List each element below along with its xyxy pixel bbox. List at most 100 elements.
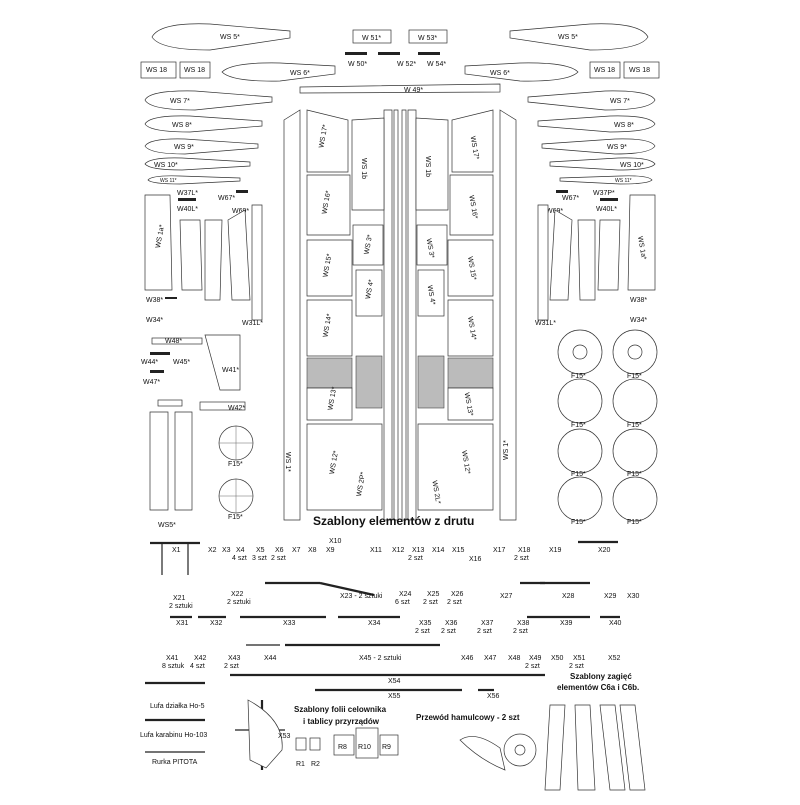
wire-label-42: X43 — [228, 655, 241, 662]
svg-text:W67*: W67* — [218, 195, 235, 202]
svg-text:WS 7*: WS 7* — [610, 98, 630, 105]
svg-text:WS 8*: WS 8* — [172, 122, 192, 129]
wire-note-21: 2 sztuki — [227, 599, 251, 606]
wire-label-6: X7 — [292, 547, 301, 554]
wire-label-49: X50 — [551, 655, 564, 662]
wire-note-41: 4 szt — [190, 663, 205, 670]
wire-label-53: X54 — [388, 678, 401, 685]
wire-label-30: X31 — [176, 620, 189, 627]
svg-text:WS 4*: WS 4* — [426, 285, 436, 306]
wire-label-24: X25 — [427, 591, 440, 598]
wire-note-36: 2 szt — [477, 628, 492, 635]
svg-text:W69*: W69* — [232, 208, 249, 215]
svg-text:WS 3*: WS 3* — [425, 238, 435, 259]
svg-text:WS 6*: WS 6* — [490, 70, 510, 77]
svg-text:WS 1a*: WS 1a* — [155, 224, 166, 249]
airfoil-ws5-left: WS 5* — [151, 23, 291, 51]
svg-text:WS 11*: WS 11* — [615, 178, 632, 184]
svg-text:WS 17*: WS 17* — [318, 124, 329, 149]
wire-label-43: X44 — [264, 655, 277, 662]
svg-text:WS 2P*: WS 2P* — [356, 471, 367, 497]
brake-line-title: Przewód hamulcowy - 2 szt — [416, 713, 520, 722]
svg-text:R9: R9 — [382, 744, 391, 751]
svg-text:W37P*: W37P* — [593, 190, 615, 197]
svg-text:W31L*: W31L* — [242, 320, 263, 327]
svg-text:WS 17*: WS 17* — [469, 136, 480, 161]
parts-w50-w54: W 50* W 52* W 54* — [345, 52, 446, 68]
wire-label-23: X24 — [399, 591, 412, 598]
bend-title-line2: elementów C6a i C6b. — [557, 683, 639, 692]
wire-label-20: X21 — [173, 595, 186, 602]
wire-note-25: 2 szt — [447, 599, 462, 606]
svg-text:R10: R10 — [358, 744, 371, 751]
svg-text:WS 1b: WS 1b — [360, 158, 367, 179]
wire-note-42: 2 szt — [224, 663, 239, 670]
wire-shapes — [145, 540, 646, 791]
wire-label-16: X17 — [493, 547, 506, 554]
airfoil-ws5-right: WS 5* — [509, 23, 649, 51]
part-w53: W 53* — [408, 29, 448, 44]
wire-label-32: X33 — [283, 620, 296, 627]
wheels-right: F15* F15* F15* F15* F15* F15* F15* F15* — [557, 329, 658, 526]
wire-label-40: X41 — [166, 655, 179, 662]
wire-label-12: X13 — [412, 547, 425, 554]
wire-label-50: X51 — [573, 655, 586, 662]
wire-note-34: 2 szt — [415, 628, 430, 635]
wire-note-35: 2 szt — [441, 628, 456, 635]
svg-text:WS5*: WS5* — [158, 522, 176, 529]
svg-text:WS 10*: WS 10* — [154, 162, 178, 169]
svg-text:R8: R8 — [338, 744, 347, 751]
wire-label-22: X23 - 2 sztuki — [340, 593, 383, 600]
wire-note-24: 2 szt — [423, 599, 438, 606]
svg-text:WS 11*: WS 11* — [160, 178, 177, 184]
wire-label-28: X29 — [604, 593, 617, 600]
svg-text:W38*: W38* — [630, 297, 647, 304]
svg-text:WS 8*: WS 8* — [614, 122, 634, 129]
formers-left: WS 17* WS 1b WS 16* WS 3* WS 15* WS 4* W… — [284, 109, 385, 511]
wire-label-4: X5 — [256, 547, 265, 554]
wire-label-8: X9 — [326, 547, 335, 554]
wire-label-0: X1 — [172, 547, 181, 554]
wire-label-26: X27 — [500, 593, 513, 600]
svg-text:W31L*: W31L* — [535, 320, 556, 327]
wire-label-37: X38 — [517, 620, 530, 627]
svg-text:W38*: W38* — [146, 297, 163, 304]
bend-title-line1: Szablony zagięć — [570, 672, 632, 681]
svg-text:W 49*: W 49* — [404, 87, 423, 94]
svg-text:W37L*: W37L* — [177, 190, 198, 197]
svg-text:WS 2L*: WS 2L* — [430, 480, 441, 505]
pitot-label: Rurka PITOTA — [152, 759, 198, 766]
svg-text:WS 16*: WS 16* — [467, 195, 478, 220]
svg-text:W40L*: W40L* — [177, 206, 198, 213]
fuselage-strip-right — [401, 109, 517, 521]
wire-label-44: X45 - 2 sztuki — [359, 655, 402, 662]
svg-text:WS 18: WS 18 — [146, 67, 167, 74]
right-parts: WS 1a* W37P* W40L* W67* W69* W38* W34* W… — [535, 190, 656, 327]
part-ws18-right: WS 18 WS 18 — [589, 61, 660, 79]
svg-text:W45*: W45* — [173, 359, 190, 366]
sight-title-line1: Szablony folii celownika — [294, 705, 387, 714]
airfoil-stack-left: WS 7* WS 8* WS 9* WS 10* WS 11* — [144, 90, 273, 185]
wire-note-17: 2 szt — [514, 555, 529, 562]
wire-label-52: X53 — [278, 733, 291, 740]
svg-text:F15*: F15* — [571, 471, 586, 478]
svg-text:R1: R1 — [296, 761, 305, 768]
svg-text:F15*: F15* — [627, 471, 642, 478]
wire-label-11: X12 — [392, 547, 405, 554]
svg-text:WS 14*: WS 14* — [466, 316, 477, 341]
svg-text:WS 6*: WS 6* — [290, 70, 310, 77]
svg-text:WS 13*: WS 13* — [327, 386, 338, 411]
sight-title-line2: i tablicy przyrządów — [303, 717, 380, 726]
wire-label-10: X11 — [370, 547, 382, 554]
wire-note-40: 8 sztuk — [162, 663, 185, 670]
svg-text:W48*: W48* — [165, 338, 182, 345]
svg-text:W 51*: W 51* — [362, 35, 381, 42]
svg-text:WS 1a*: WS 1a* — [636, 236, 647, 261]
wire-label-13: X14 — [432, 547, 445, 554]
wire-label-48: X49 — [529, 655, 542, 662]
svg-text:W 52*: W 52* — [397, 61, 416, 68]
svg-text:WS 7*: WS 7* — [170, 98, 190, 105]
wire-label-5: X6 — [275, 547, 284, 554]
svg-text:F15*: F15* — [571, 422, 586, 429]
